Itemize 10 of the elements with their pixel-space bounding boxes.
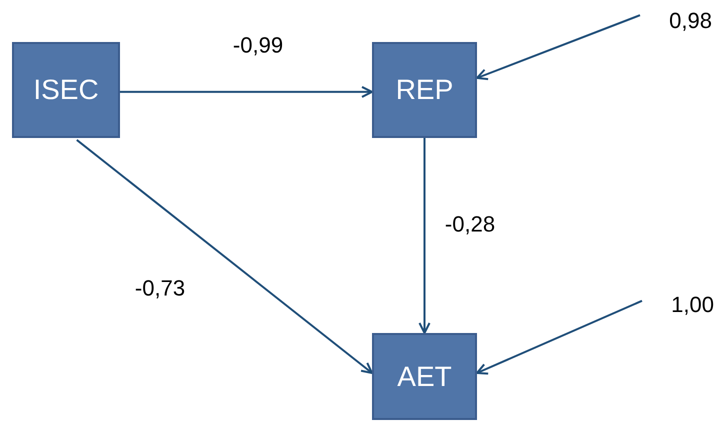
variable-box: REP [372,42,477,138]
variable-box: ISEC [12,42,120,138]
arrow [120,86,373,98]
error-value: 1,00 [642,288,714,320]
arrow [476,300,642,375]
arrow [476,14,640,80]
variable-box: AET [372,333,477,420]
error-value: 0,98 [640,4,712,36]
arrow [418,138,430,334]
arrow [76,139,373,374]
